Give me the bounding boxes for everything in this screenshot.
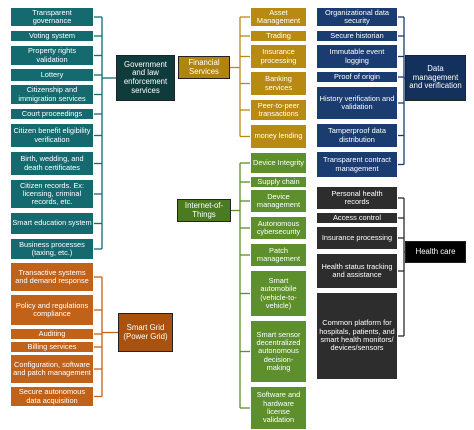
financial-item: Insurance processing	[250, 44, 307, 69]
iot-hub: Internet-of-Things	[177, 199, 231, 222]
smart-grid-item: Configuration, software and patch manage…	[10, 354, 94, 384]
financial-item: Trading	[250, 30, 307, 42]
iot-item: Device Integrity	[250, 152, 307, 174]
data-management-item: Secure historian	[316, 30, 398, 42]
iot-item: Smart automobile (vehicle-to-vehicle)	[250, 270, 307, 317]
smart-grid-hub: Smart Grid (Power Grid)	[118, 313, 173, 352]
connector-lines	[94, 16, 405, 409]
government-item: Lottery	[10, 68, 94, 82]
smart-grid-item: Billing services	[10, 341, 94, 353]
government-item: Property rights validation	[10, 45, 94, 66]
data-management-item: History verification and validation	[316, 86, 398, 120]
financial-item: Banking services	[250, 71, 307, 96]
iot-item: Smart sensor decentralized autonomous de…	[250, 320, 307, 383]
government-item: Citizen benefit eligibility verification	[10, 123, 94, 148]
data-management-item: Transparent contract management	[316, 151, 398, 178]
health-item: Health status tracking and assistance	[316, 253, 398, 289]
financial-hub: Financial Services	[178, 56, 230, 79]
government-item: Business processes (taxing, etc.)	[10, 238, 94, 260]
smart-grid-item: Policy and regulations compliance	[10, 294, 94, 326]
iot-item: Patch management	[250, 243, 307, 267]
iot-item: Software and hardware license validation	[250, 386, 307, 430]
financial-item: Peer-to-peer transactions	[250, 99, 307, 121]
financial-item: money lending	[250, 124, 307, 149]
data-management-hub: Data management and verification	[405, 55, 466, 101]
data-management-item: Proof of origin	[316, 71, 398, 83]
government-item: Citizenship and immigration services	[10, 84, 94, 105]
data-management-item: Organizational data security	[316, 7, 398, 27]
iot-item: Supply chain	[250, 176, 307, 188]
government-item: Birth, wedding, and death certificates	[10, 151, 94, 176]
smart-grid-item: Auditing	[10, 328, 94, 340]
health-item: Common platform for hospitals, patients,…	[316, 292, 398, 380]
government-item: Citizen records. Ex: licensing, criminal…	[10, 179, 94, 209]
data-management-item: Tamperproof data distribution	[316, 123, 398, 148]
government-hub: Government and law enforcement services	[116, 55, 175, 101]
smart-grid-item: Secure autonomous data acquisition	[10, 386, 94, 407]
government-item: Voting system	[10, 30, 94, 42]
iot-item: Device management	[250, 189, 307, 213]
financial-item: Asset Management	[250, 7, 307, 27]
government-item: Court proceedings	[10, 108, 94, 120]
government-item: Transparent governance	[10, 7, 94, 27]
health-item: Personal health records	[316, 186, 398, 210]
health-item: Access control	[316, 212, 398, 224]
data-management-item: Immutable event logging	[316, 44, 398, 69]
iot-item: Autonomous cybersecurity	[250, 216, 307, 240]
smart-grid-item: Transactive systems and demand response	[10, 262, 94, 292]
health-item: Insurance processing	[316, 226, 398, 250]
government-item: Smart education system	[10, 212, 94, 235]
health-hub: Health care	[405, 241, 466, 263]
